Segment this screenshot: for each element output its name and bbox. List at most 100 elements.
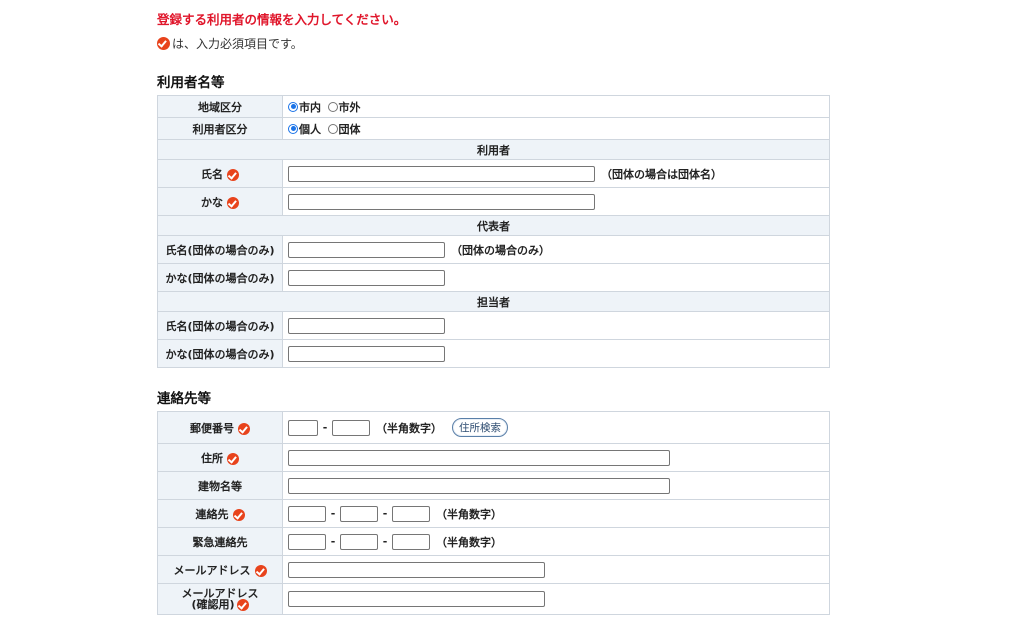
email-confirm-label-line2-wrap: (確認用): [158, 597, 282, 611]
user-type-value: 個人 団体: [282, 117, 830, 140]
email-confirm-label-line1: メールアドレス: [181, 586, 259, 600]
email-input[interactable]: [288, 561, 545, 578]
emergency-part2-input[interactable]: [340, 533, 378, 550]
postal-hint: （半角数字）: [376, 421, 442, 435]
rep-name-input[interactable]: [288, 241, 445, 258]
region-option-outside: 市外: [338, 100, 361, 114]
user-name-row: 氏名 （団体の場合は団体名）: [157, 159, 830, 188]
emergency-hint: （半角数字）: [436, 535, 502, 549]
section-title-user: 利用者名等: [157, 75, 225, 91]
staff-name-value: [282, 311, 830, 340]
user-type-option-group: 団体: [338, 122, 361, 136]
user-kana-input[interactable]: [288, 193, 595, 210]
staff-kana-label: かな(団体の場合のみ): [157, 339, 283, 368]
rep-name-row: 氏名(団体の場合のみ) （団体の場合のみ）: [157, 235, 830, 264]
phone-hint: （半角数字）: [436, 507, 502, 521]
email-confirm-input[interactable]: [288, 591, 545, 607]
staff-name-label: 氏名(団体の場合のみ): [157, 311, 283, 340]
email-confirm-label-line2: (確認用): [191, 597, 235, 611]
user-kana-value: [282, 187, 830, 216]
staff-kana-input[interactable]: [288, 345, 445, 362]
postal-separator: -: [322, 421, 328, 434]
postal-label-cell: 郵便番号: [157, 411, 283, 444]
phone-value: - - （半角数字）: [282, 499, 830, 528]
staff-kana-row: かな(団体の場合のみ): [157, 339, 830, 368]
rep-header-row: 代表者: [157, 215, 830, 236]
building-value: [282, 471, 830, 500]
rep-kana-row: かな(団体の場合のみ): [157, 263, 830, 292]
user-subheader: 利用者: [157, 139, 830, 160]
staff-subheader: 担当者: [157, 291, 830, 312]
email-value: [282, 555, 830, 584]
phone-row: 連絡先 - - （半角数字）: [157, 499, 830, 528]
required-check-icon: [254, 564, 267, 577]
required-note-text: は、入力必須項目です。: [172, 37, 303, 51]
address-input[interactable]: [288, 449, 670, 466]
postal-code-second-input[interactable]: [332, 419, 370, 436]
phone-part1-input[interactable]: [288, 505, 326, 522]
radio-individual[interactable]: [288, 123, 298, 134]
radio-group[interactable]: [327, 123, 338, 134]
email-confirm-label-cell: メールアドレス (確認用): [157, 583, 283, 615]
address-label-cell: 住所: [157, 443, 283, 472]
phone-separator-2: -: [382, 507, 388, 520]
phone-part3-input[interactable]: [392, 505, 430, 522]
postal-value: - （半角数字） 住所検索: [282, 411, 830, 444]
emergency-row: 緊急連絡先 --（半角数字）: [157, 527, 830, 556]
staff-name-input[interactable]: [288, 317, 445, 334]
building-input[interactable]: [288, 477, 670, 494]
user-kana-label-cell: かな: [157, 187, 283, 216]
email-label-cell: メールアドレス: [157, 555, 283, 584]
emergency-separator-2: -: [382, 535, 388, 548]
required-check-icon: [227, 168, 239, 181]
radio-region-outside[interactable]: [327, 101, 338, 112]
user-name-label: 氏名: [201, 167, 223, 181]
rep-kana-label: かな(団体の場合のみ): [157, 263, 283, 292]
postal-row: 郵便番号 - （半角数字） 住所検索: [157, 411, 830, 444]
phone-label: 連絡先: [195, 507, 229, 521]
radio-region-inside[interactable]: [288, 101, 298, 112]
email-confirm-row: メールアドレス (確認用): [157, 583, 830, 615]
intro-text: 登録する利用者の情報を入力してください。: [157, 12, 407, 27]
required-note: は、入力必須項目です。: [157, 35, 303, 52]
building-row: 建物名等: [157, 471, 830, 500]
rep-kana-input[interactable]: [288, 269, 445, 286]
address-search-button[interactable]: 住所検索: [452, 418, 508, 437]
user-name-label-cell: 氏名: [157, 159, 283, 188]
region-label: 地域区分: [157, 95, 283, 118]
address-row: 住所: [157, 443, 830, 472]
phone-label-cell: 連絡先: [157, 499, 283, 528]
email-confirm-value: [282, 583, 830, 615]
address-label: 住所: [201, 451, 223, 465]
required-check-icon: [238, 422, 250, 435]
user-name-input[interactable]: [288, 165, 595, 182]
contact-info-table: 郵便番号 - （半角数字） 住所検索 住所 建物名等 連絡先 - - （半角数字） 緊急…: [157, 411, 830, 615]
emergency-part1-input[interactable]: [288, 533, 326, 550]
user-type-label: 利用者区分: [157, 117, 283, 140]
email-row: メールアドレス: [157, 555, 830, 584]
postal-code-first-input[interactable]: [288, 419, 318, 436]
emergency-label: 緊急連絡先: [157, 527, 283, 556]
rep-name-value: （団体の場合のみ）: [282, 235, 830, 264]
required-check-icon: [236, 598, 249, 611]
phone-part2-input[interactable]: [340, 505, 378, 522]
user-kana-row: かな: [157, 187, 830, 216]
section-title-contact: 連絡先等: [157, 391, 211, 407]
postal-label: 郵便番号: [190, 421, 234, 435]
required-check-icon: [227, 196, 239, 209]
emergency-value: --（半角数字）: [282, 527, 830, 556]
building-label: 建物名等: [157, 471, 283, 500]
user-kana-label: かな: [201, 195, 223, 209]
required-check-icon: [232, 508, 245, 521]
required-check-icon: [157, 37, 170, 50]
phone-separator-1: -: [330, 507, 336, 520]
region-value: 市内 市外: [282, 95, 830, 118]
emergency-part3-input[interactable]: [392, 533, 430, 550]
user-name-hint: （団体の場合は団体名）: [601, 167, 722, 181]
user-name-value: （団体の場合は団体名）: [282, 159, 830, 188]
region-option-inside: 市内: [299, 100, 321, 114]
staff-kana-value: [282, 339, 830, 368]
user-type-row: 利用者区分 個人 団体: [157, 117, 830, 140]
region-row: 地域区分 市内 市外: [157, 95, 830, 118]
user-info-table: 地域区分 市内 市外 利用者区分 個人 団体 利用者 氏名 （団体の場合は団体名…: [157, 95, 830, 368]
